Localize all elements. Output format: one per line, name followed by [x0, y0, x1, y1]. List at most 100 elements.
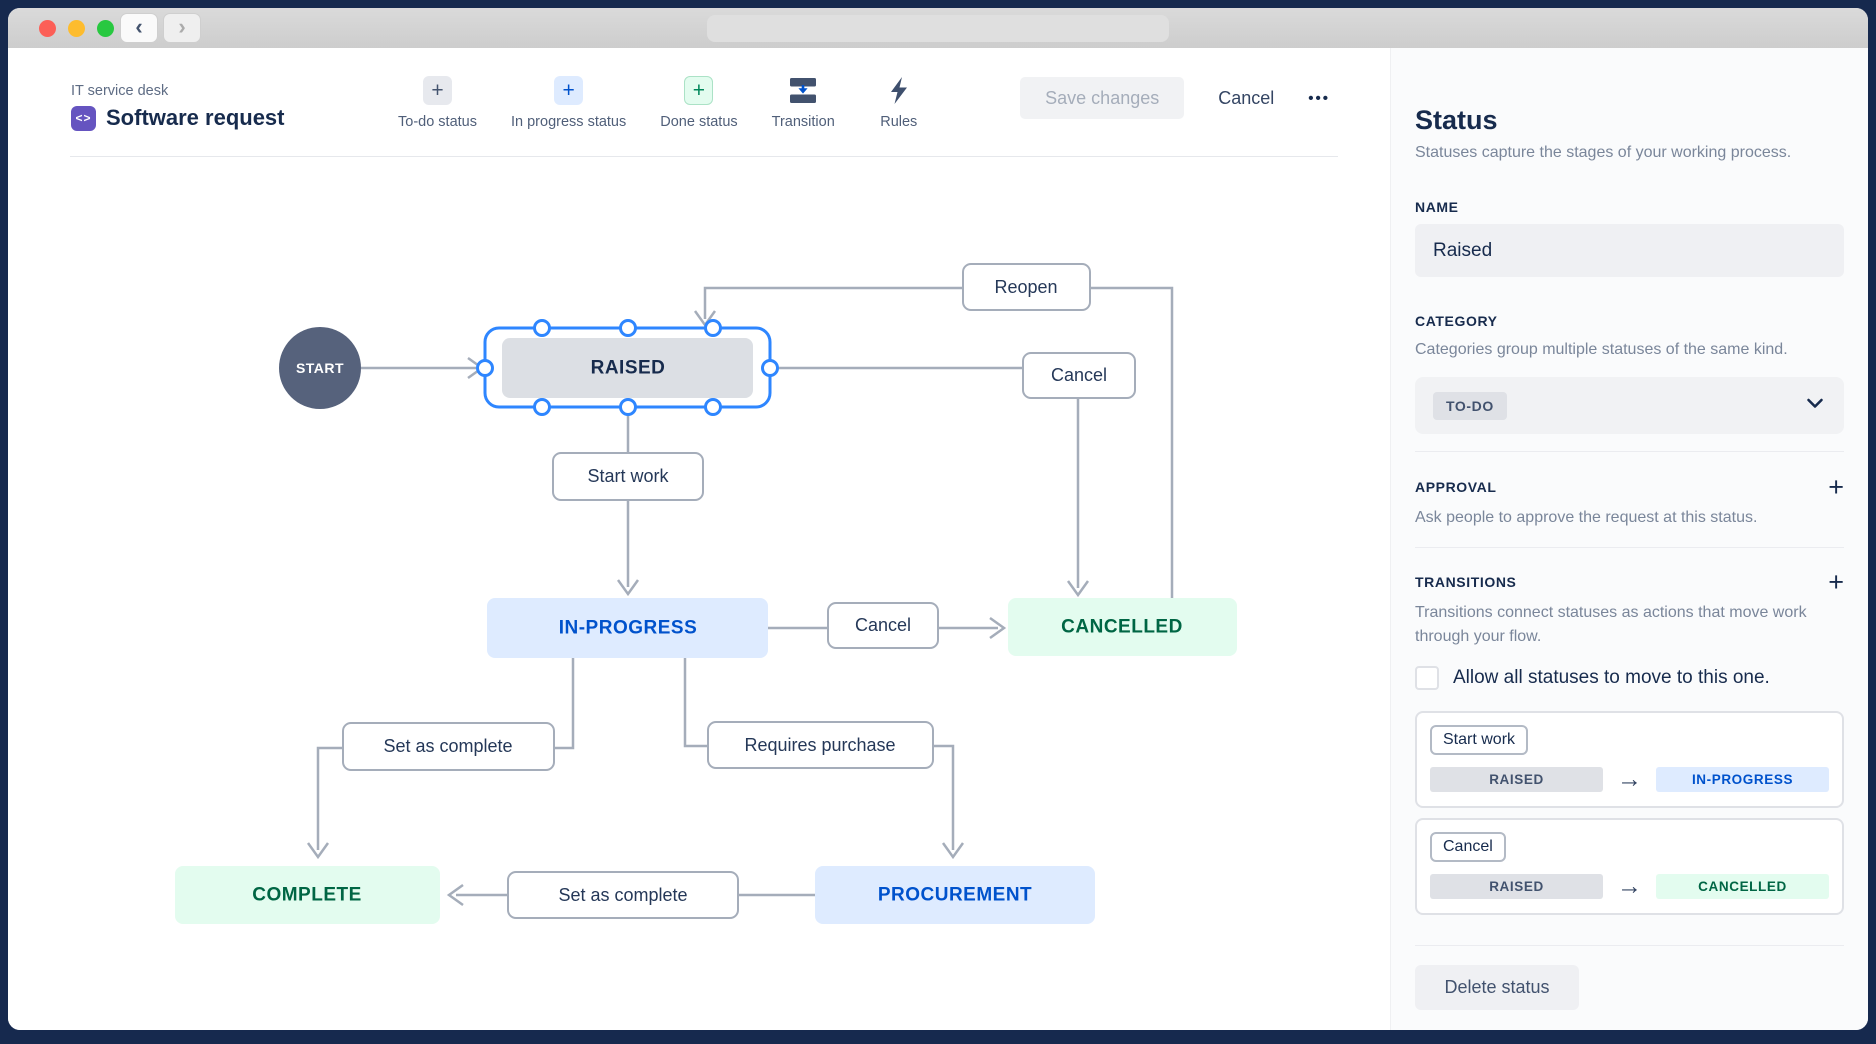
transition-action-chip[interactable]: Start work: [1430, 725, 1529, 755]
allow-all-label: Allow all statuses to move to this one.: [1453, 667, 1770, 688]
status-node-raised-label: RAISED: [591, 358, 666, 379]
svg-text:Cancel: Cancel: [855, 615, 911, 635]
workflow-editor-header: IT service desk <> Software request + To…: [8, 48, 1390, 157]
approval-description: Ask people to approve the request at thi…: [1415, 509, 1758, 526]
status-node-raised[interactable]: RAISED: [502, 338, 753, 398]
start-node[interactable]: START: [279, 327, 361, 409]
add-done-status-button[interactable]: + Done status: [660, 76, 738, 130]
status-node-in-progress[interactable]: IN-PROGRESS: [487, 598, 768, 658]
transition-label-reopen[interactable]: Reopen: [962, 263, 1091, 311]
status-detail-panel: Status Statuses capture the stages of yo…: [1390, 48, 1868, 1030]
panel-subtitle: Statuses capture the stages of your work…: [1415, 144, 1792, 161]
breadcrumb-project: IT service desk: [71, 83, 169, 99]
transition-action-chip[interactable]: Cancel: [1430, 832, 1506, 862]
arrow-right-icon: →: [1617, 765, 1642, 793]
plus-green-icon: +: [684, 76, 714, 105]
name-label: NAME: [1415, 199, 1459, 215]
category-label: CATEGORY: [1415, 313, 1498, 329]
selection-handles[interactable]: [476, 319, 779, 416]
minimize-window-icon[interactable]: [68, 20, 85, 37]
plus-gray-icon: +: [423, 76, 452, 105]
edge-reopen: [703, 286, 1174, 598]
transition-label-set-as-complete-bottom[interactable]: Set as complete: [507, 871, 739, 919]
selection-handle[interactable]: [619, 319, 637, 337]
svg-text:Requires purchase: Requires purchase: [744, 735, 895, 755]
status-node-cancelled[interactable]: CANCELLED: [1008, 598, 1237, 656]
add-transition-icon[interactable]: +: [1828, 567, 1844, 597]
workflow-canvas[interactable]: START RAISED IN-PROGRESS CANCELLED COMPL…: [8, 157, 1390, 1030]
panel-title: Status: [1415, 105, 1498, 135]
zoom-window-icon[interactable]: [97, 20, 114, 37]
panel-divider: [1415, 547, 1844, 548]
save-changes-button[interactable]: Save changes: [1020, 77, 1185, 119]
arrow-right-icon: →: [1617, 872, 1642, 900]
status-node-in-progress-label: IN-PROGRESS: [559, 618, 698, 639]
back-icon: ‹: [135, 13, 143, 39]
arrowhead: [989, 616, 1007, 640]
selection-handle[interactable]: [533, 319, 551, 337]
plus-blue-icon: +: [554, 76, 584, 105]
editor-toolbar: + To-do status + In progress status + Do…: [398, 76, 929, 130]
add-todo-status-button[interactable]: + To-do status: [398, 76, 477, 130]
status-node-complete-label: COMPLETE: [252, 885, 362, 906]
selection-handle[interactable]: [533, 398, 551, 416]
transition-card-start-work[interactable]: Start work RAISED → IN-PROGRESS: [1415, 711, 1844, 808]
edge-cancel-top: [770, 366, 1080, 588]
transition-label-start-work[interactable]: Start work: [552, 452, 704, 501]
forward-button[interactable]: ›: [163, 13, 201, 43]
selection-handle[interactable]: [476, 359, 494, 377]
category-value-badge: TO-DO: [1433, 391, 1507, 420]
add-transition-button[interactable]: Transition: [772, 76, 835, 130]
arrowhead: [446, 883, 464, 907]
status-node-complete[interactable]: COMPLETE: [175, 866, 440, 924]
selection-handle[interactable]: [619, 398, 637, 416]
address-bar[interactable]: [707, 15, 1169, 42]
arrowhead: [941, 842, 965, 860]
more-options-icon[interactable]: •••: [1308, 89, 1330, 107]
name-input[interactable]: Raised: [1415, 224, 1844, 277]
approval-label: APPROVAL: [1415, 479, 1497, 495]
panel-divider: [1415, 945, 1844, 946]
svg-text:Start work: Start work: [587, 466, 669, 486]
status-node-procurement[interactable]: PROCUREMENT: [815, 866, 1095, 924]
to-status-pill: IN-PROGRESS: [1656, 767, 1829, 792]
rules-button[interactable]: Rules: [869, 76, 929, 130]
category-description: Categories group multiple statuses of th…: [1415, 341, 1788, 358]
app-window: ‹ › IT service desk <> Software request …: [8, 8, 1868, 1030]
from-status-pill: RAISED: [1430, 767, 1603, 792]
transition-card-cancel[interactable]: Cancel RAISED → CANCELLED: [1415, 818, 1844, 915]
add-inprogress-status-button[interactable]: + In progress status: [511, 76, 626, 130]
forward-icon: ›: [178, 13, 186, 39]
titlebar: ‹ ›: [8, 8, 1868, 49]
arrowhead: [616, 579, 640, 597]
chevron-down-icon: [1804, 392, 1826, 419]
panel-divider: [1415, 451, 1844, 452]
transition-label-cancel-top[interactable]: Cancel: [1022, 352, 1136, 399]
window-controls: [39, 20, 114, 37]
from-status-pill: RAISED: [1430, 874, 1603, 899]
project-type-icon: <>: [71, 105, 96, 131]
back-button[interactable]: ‹: [120, 13, 158, 43]
status-node-cancelled-label: CANCELLED: [1061, 617, 1183, 638]
category-select[interactable]: TO-DO: [1415, 377, 1844, 434]
page-title: Software request: [106, 105, 285, 130]
svg-text:Set as complete: Set as complete: [558, 885, 687, 905]
arrowhead: [1066, 580, 1090, 598]
close-window-icon[interactable]: [39, 20, 56, 37]
delete-status-button[interactable]: Delete status: [1415, 965, 1579, 1010]
svg-text:Reopen: Reopen: [994, 277, 1057, 297]
selection-handle[interactable]: [704, 319, 722, 337]
header-divider: [70, 156, 1338, 157]
add-approval-icon[interactable]: +: [1828, 472, 1844, 502]
allow-all-checkbox[interactable]: [1415, 666, 1439, 690]
arrowhead: [306, 842, 330, 860]
selection-handle[interactable]: [761, 359, 779, 377]
cancel-button[interactable]: Cancel: [1218, 87, 1275, 108]
selection-handle[interactable]: [704, 398, 722, 416]
lightning-bolt-icon: [887, 76, 911, 105]
transition-label-requires-purchase[interactable]: Requires purchase: [707, 721, 934, 769]
transition-label-cancel-mid[interactable]: Cancel: [827, 602, 939, 649]
transition-icon: [788, 76, 818, 105]
transition-label-set-as-complete-left[interactable]: Set as complete: [342, 722, 555, 771]
transitions-description: Transitions connect statuses as actions …: [1415, 604, 1807, 645]
